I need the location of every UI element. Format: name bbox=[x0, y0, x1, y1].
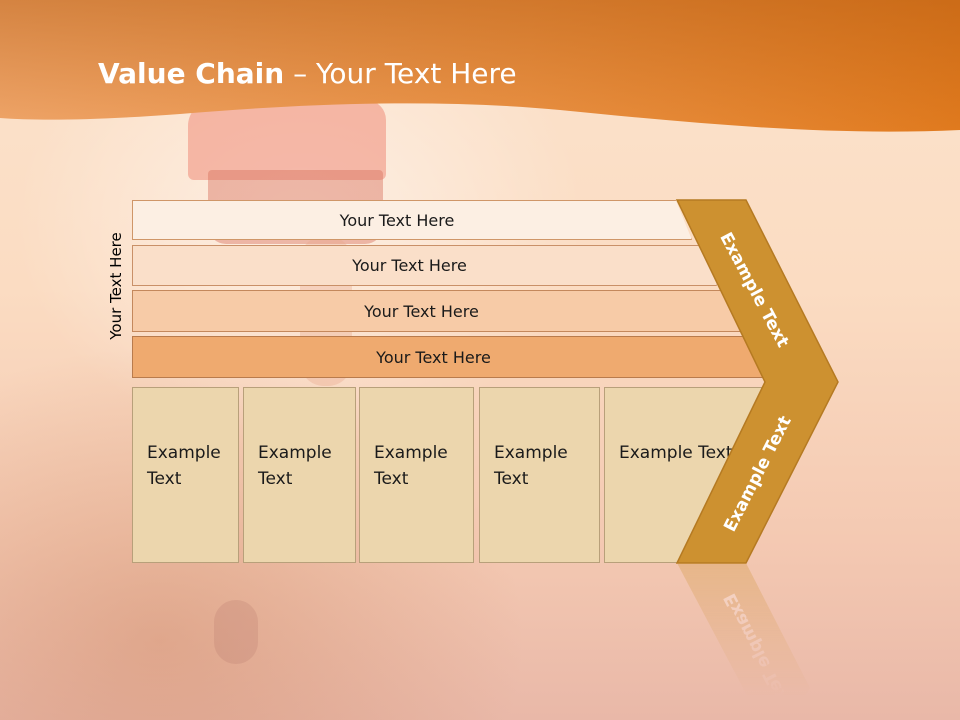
chevron-reflection-shape bbox=[677, 563, 810, 720]
chevron-reflection-label: Example Text bbox=[720, 590, 796, 712]
activity-box-3: Example Text bbox=[359, 387, 474, 563]
page-title: Value Chain – Your Text Here bbox=[98, 54, 517, 94]
chain-bar-3: Your Text Here bbox=[132, 290, 741, 332]
runner-shoe-image bbox=[214, 600, 258, 664]
activity-box-4: Example Text bbox=[479, 387, 600, 563]
activity-box-2: Example Text bbox=[243, 387, 356, 563]
header-banner bbox=[0, 0, 960, 132]
vertical-side-label: Your Text Here bbox=[107, 232, 125, 340]
activity-box-1: Example Text bbox=[132, 387, 239, 563]
reflection: Example Text Example Text Example Text E… bbox=[0, 387, 960, 720]
chevron-top-label: Example Text bbox=[715, 229, 792, 351]
chain-bar-1: Your Text Here bbox=[132, 200, 692, 240]
chain-bar-2: Your Text Here bbox=[132, 245, 717, 286]
title-bold-part: Value Chain bbox=[98, 57, 285, 90]
title-rest-part: – Your Text Here bbox=[284, 57, 517, 90]
activity-box-5: Example Text bbox=[604, 387, 762, 563]
chain-bar-4: Your Text Here bbox=[132, 336, 765, 378]
runner-shirt-image bbox=[188, 100, 386, 180]
chevron-reflection: Example Text bbox=[677, 563, 810, 720]
